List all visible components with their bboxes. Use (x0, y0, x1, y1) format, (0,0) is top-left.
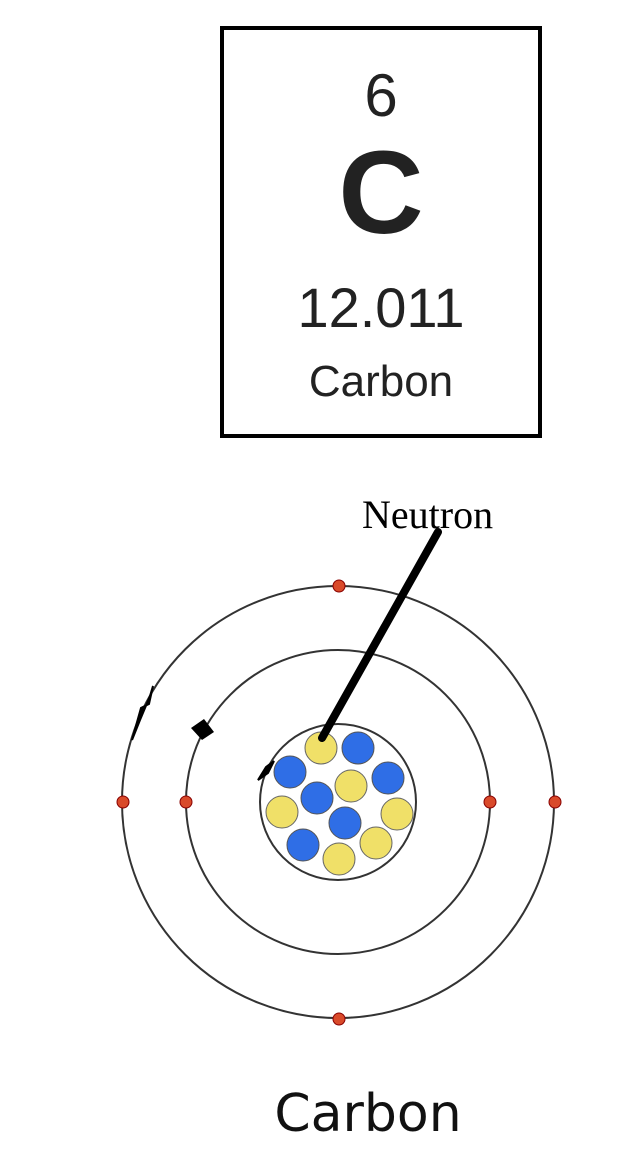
scribble-marks (131, 685, 275, 781)
scribble-mark (131, 685, 154, 741)
diagram-caption: Carbon (274, 1084, 462, 1144)
scribble-mark (257, 760, 275, 781)
neutron (328, 806, 362, 840)
atom-diagram: Neutron (116, 492, 562, 1026)
nucleus (265, 731, 414, 876)
atomic-number: 6 (364, 62, 398, 129)
electron (116, 795, 130, 809)
electron (483, 795, 497, 809)
proton (334, 769, 368, 803)
electrons (116, 579, 562, 1026)
neutron (341, 731, 375, 765)
neutron (371, 761, 405, 795)
neutron (273, 755, 307, 789)
electron (548, 795, 562, 809)
proton (322, 842, 356, 876)
proton (380, 797, 414, 831)
neutron-pointer-line (318, 528, 442, 742)
element-tile: 6 C 12.011 Carbon (220, 26, 542, 438)
neutron (286, 828, 320, 862)
neutron (300, 781, 334, 815)
proton (265, 795, 299, 829)
electron (179, 795, 193, 809)
proton (359, 826, 393, 860)
electron (332, 1012, 346, 1026)
neutron-label: Neutron (362, 492, 493, 537)
electron (332, 579, 346, 593)
element-name: Carbon (308, 357, 454, 406)
element-symbol: C (338, 127, 424, 259)
scribble-mark (191, 719, 214, 740)
atomic-mass: 12.011 (297, 276, 465, 339)
